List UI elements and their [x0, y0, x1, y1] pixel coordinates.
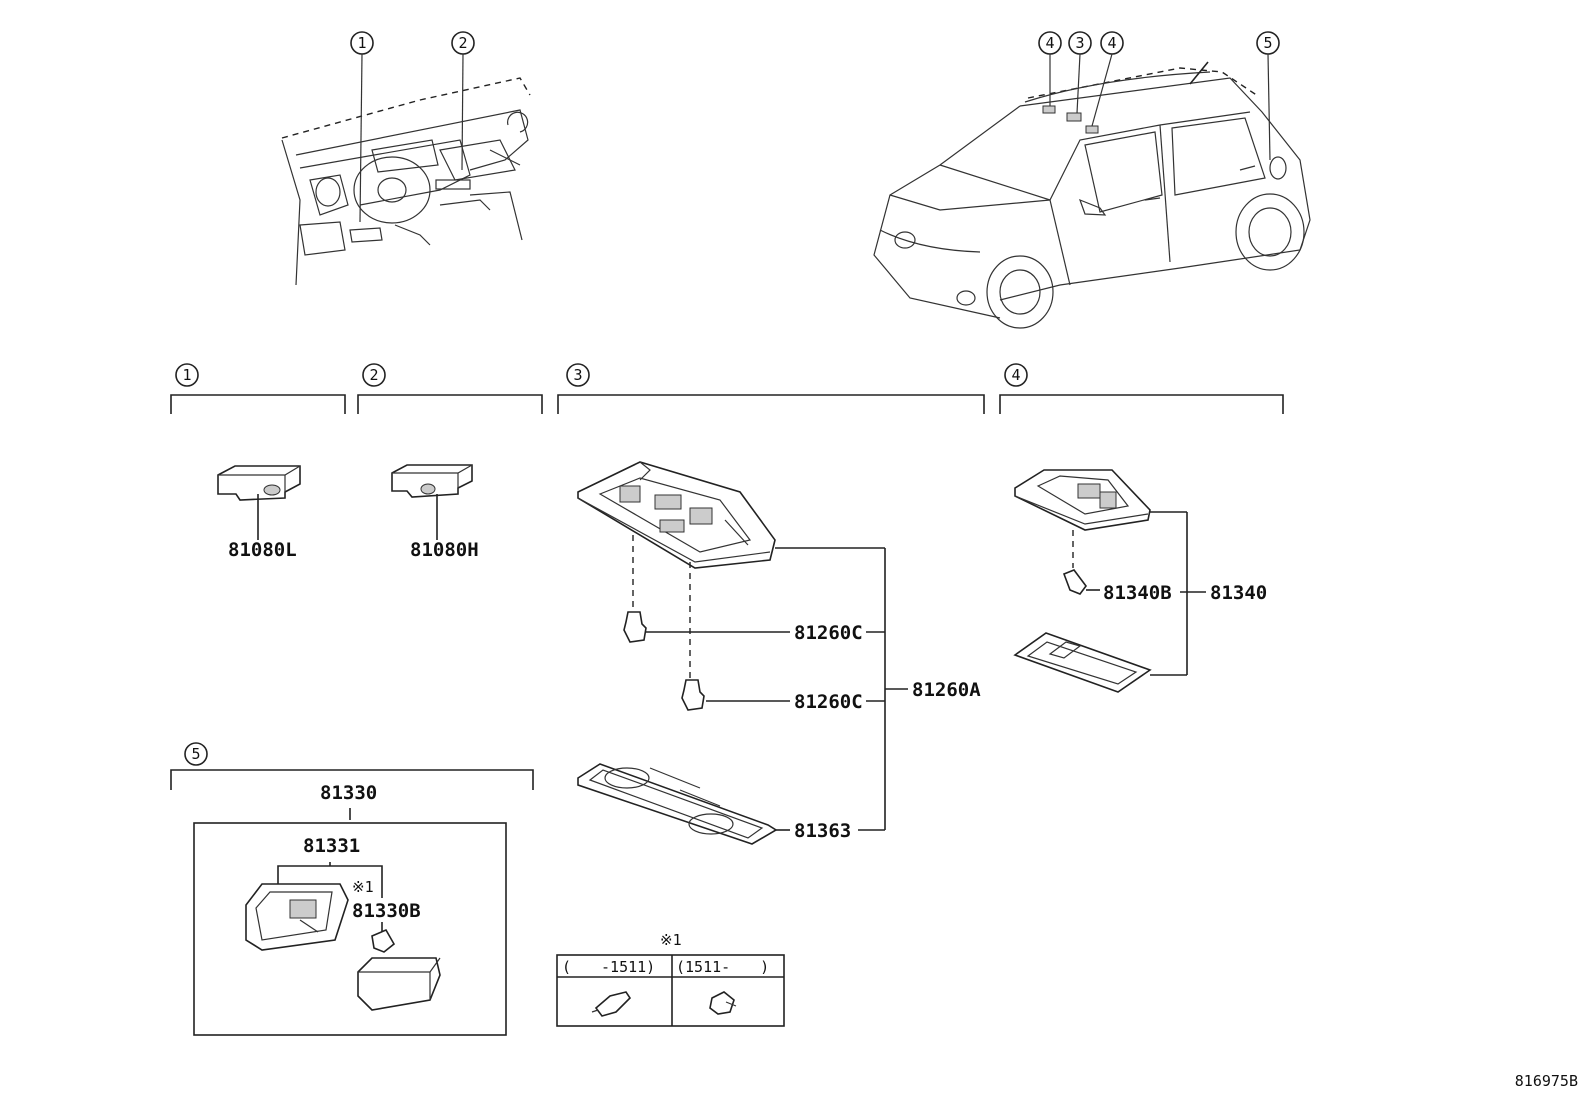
switch-81080L-drawing — [217, 465, 301, 540]
table-ref-mark: ※1 — [660, 931, 682, 949]
lens-81340-drawing — [1013, 632, 1152, 693]
section-1-label: 1 — [182, 366, 191, 384]
part-81330B: 81330B — [352, 900, 421, 922]
part-81080L: 81080L — [228, 539, 297, 561]
luggage-lamp-81331-drawing — [245, 883, 349, 951]
part-81260C-b: 81260C — [794, 691, 863, 713]
leaders-81260A — [775, 547, 908, 831]
callout-dash-2: 2 — [458, 34, 467, 52]
dashboard-callouts: 1 2 — [350, 31, 475, 223]
bulb-81260C-b — [681, 679, 790, 711]
car-overview-drawing — [873, 61, 1311, 329]
leaders-81340 — [1150, 511, 1206, 676]
section-3-label: 3 — [573, 366, 582, 384]
part-81330: 81330 — [320, 782, 377, 804]
lens-cover-81330-drawing — [357, 957, 441, 1011]
lens-81363-drawing — [577, 763, 790, 845]
callout-car-3: 3 — [1075, 34, 1084, 52]
bulb-81330B-drawing — [371, 928, 396, 953]
section-5-label: 5 — [191, 745, 200, 763]
wedge-bulb-icon — [591, 991, 632, 1017]
part-81340: 81340 — [1210, 582, 1267, 604]
callout-car-4b: 4 — [1107, 34, 1116, 52]
part-81340B: 81340B — [1103, 582, 1172, 604]
part-81080H: 81080H — [410, 539, 479, 561]
room-lamp-81340-drawing — [1014, 469, 1151, 568]
ref-mark-1: ※1 — [352, 878, 374, 896]
part-81363: 81363 — [794, 820, 851, 842]
switch-81080H-drawing — [391, 464, 473, 540]
bulb-reference-table — [556, 954, 785, 1027]
part-81331: 81331 — [303, 835, 360, 857]
part-81260A: 81260A — [912, 679, 981, 701]
bulb-81340B — [1062, 569, 1100, 595]
car-callouts: 4 3 4 5 — [1038, 31, 1280, 161]
section-brackets: 1 2 3 4 5 — [170, 363, 1284, 790]
bulb-81260C-a — [623, 611, 790, 643]
table-col-left: ( -1511) — [562, 958, 655, 976]
part-81260C-a: 81260C — [794, 622, 863, 644]
map-lamp-81260A-drawing — [577, 461, 776, 680]
part-81330-frame — [193, 822, 507, 1036]
callout-dash-1: 1 — [357, 34, 366, 52]
section-4-label: 4 — [1011, 366, 1020, 384]
section-2-label: 2 — [369, 366, 378, 384]
table-col-right: (1511- ) — [676, 958, 769, 976]
diagram-id: 816975B — [1515, 1072, 1578, 1090]
t10-bulb-icon — [709, 991, 737, 1015]
dashboard-overview-drawing — [281, 77, 531, 286]
callout-car-5: 5 — [1263, 34, 1272, 52]
callout-car-4a: 4 — [1045, 34, 1054, 52]
